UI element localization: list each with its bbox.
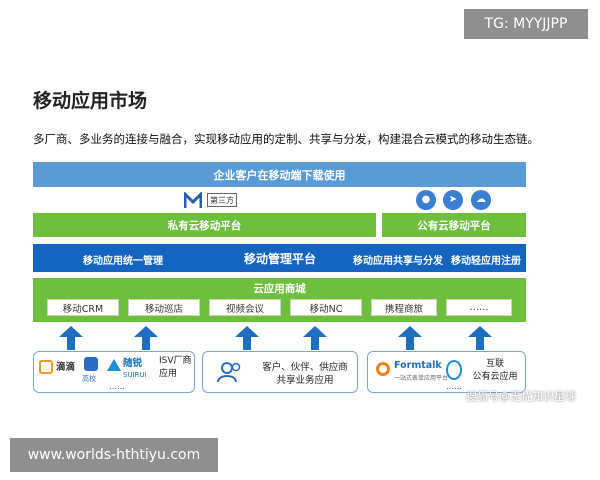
up-arrow-icon <box>303 326 327 350</box>
formtalk-sub-label: 一站式表单应用平台 <box>394 375 449 382</box>
third-party-tag: 第三方 <box>207 193 237 207</box>
mobile-management-platform: 移动应用统一管理 移动管理平台 移动应用共享与分发 移动轻应用注册 <box>33 244 526 272</box>
page-title: 移动应用市场 <box>33 90 148 112</box>
suirui-label: 随锐 <box>123 358 143 369</box>
watermark-top: TG: MYYJJPP <box>464 9 588 39</box>
didi-logo-icon <box>39 360 53 374</box>
up-arrow-icon <box>134 326 158 350</box>
shared-business-box: 客户、伙伴、供应商 共享业务应用 <box>202 351 358 393</box>
page-subtitle: 多厂商、多业务的连接与融合，实现移动应用的定制、共享与分发，构建混合云模式的移动… <box>33 132 539 146</box>
campus-label: 高校 <box>82 375 96 383</box>
mgmt-right2-label: 移动轻应用注册 <box>451 256 521 267</box>
up-arrow-icon <box>398 326 422 350</box>
cloud-icon: ☁ <box>471 190 491 210</box>
watermark-bottom: www.worlds-hthtiyu.com <box>10 438 218 472</box>
shared-business-label: 客户、伙伴、供应商 共享业务应用 <box>262 362 348 386</box>
wechat-icon: ● <box>416 190 436 210</box>
app-box: 视频会议 <box>209 299 281 316</box>
enterprise-download-bar: 企业客户在移动端下载使用 <box>33 162 526 187</box>
app-box: 移动巡店 <box>128 299 200 316</box>
private-cloud-platform: 私有云移动平台 <box>33 213 376 237</box>
campus-logo-icon <box>84 357 98 371</box>
didi-label: 滴滴 <box>56 362 76 373</box>
mgmt-left-label: 移动应用统一管理 <box>83 256 163 267</box>
users-icon <box>217 361 243 383</box>
more-dots: …… <box>109 382 125 391</box>
public-cloud-platform: 公有云移动平台 <box>382 213 526 237</box>
app-box: …… <box>446 299 512 316</box>
app-box: 移动NC <box>290 299 362 316</box>
up-arrow-icon <box>59 326 83 350</box>
formtalk-logo-icon <box>376 362 390 376</box>
store-title: 云应用商城 <box>253 283 306 295</box>
app-box: 携程商旅 <box>371 299 437 316</box>
up-arrow-icon <box>468 326 492 350</box>
internet-apps-label: 互联 公有云应用 <box>472 359 518 382</box>
suirui-en-label: SUIRUI <box>123 371 147 379</box>
send-icon: ➤ <box>443 190 463 210</box>
mgmt-center-label: 移动管理平台 <box>244 252 317 266</box>
suirui-logo-icon <box>107 359 121 371</box>
isv-apps-box: 滴滴 高校 随锐 SUIRUI ISV厂商 应用 …… <box>33 351 195 393</box>
mgmt-right1-label: 移动应用共享与分发 <box>353 256 443 267</box>
internet-logo-icon <box>446 360 462 380</box>
more-dots: …… <box>446 382 462 391</box>
public-apps-box: Formtalk 一站式表单应用平台 互联 公有云应用 …… <box>367 351 526 393</box>
app-box: 移动CRM <box>47 299 119 316</box>
formtalk-label: Formtalk <box>394 360 442 371</box>
m-logo-icon <box>183 190 203 209</box>
isv-label: ISV厂商 应用 <box>159 356 192 379</box>
up-arrow-icon <box>235 326 259 350</box>
watermark-sohu: 搜狐号@无忧知识星球 <box>466 390 576 403</box>
